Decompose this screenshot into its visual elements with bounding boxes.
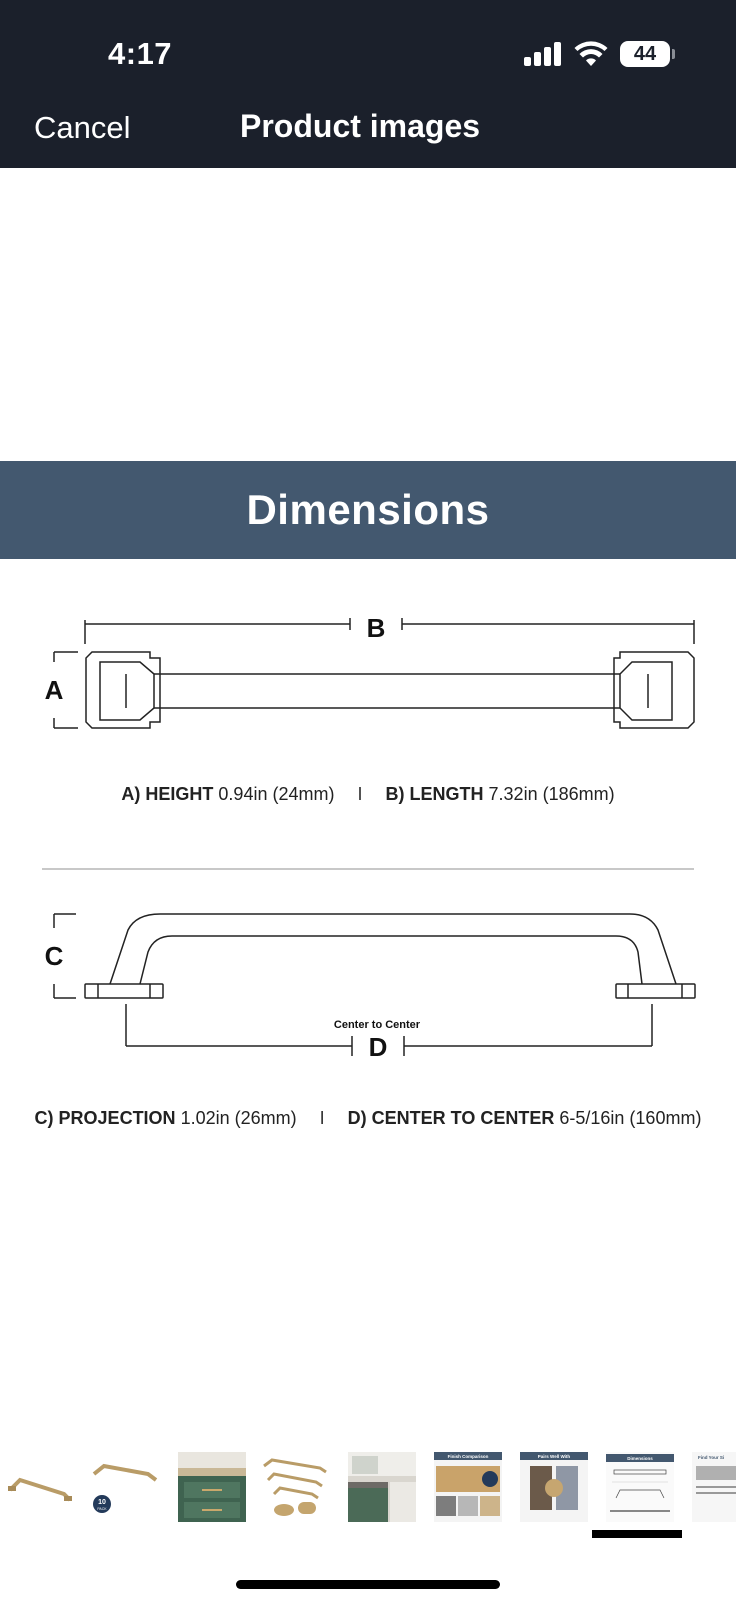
divider — [42, 868, 694, 870]
wifi-icon — [574, 41, 608, 66]
projection-label: C) PROJECTION — [34, 1108, 176, 1128]
page-title: Product images — [240, 108, 481, 144]
handle-front-view-diagram: B A C D Center to Center — [45, 613, 696, 1062]
battery-level: 44 — [633, 42, 657, 65]
label-c: C — [45, 941, 64, 971]
thumb-find-title: Find Your Si — [698, 1455, 724, 1460]
thumbnail-4[interactable] — [262, 1452, 330, 1522]
projection-value: 1.02in (26mm) — [180, 1108, 297, 1128]
height-value: 0.94in (24mm) — [218, 784, 335, 804]
status-time: 4:17 — [108, 36, 173, 71]
top-bar: 4:17 44 Cancel Product images — [0, 0, 736, 168]
label-d: D — [369, 1032, 388, 1062]
thumbnail-5[interactable] — [348, 1452, 416, 1522]
center-to-center-label: D) CENTER TO CENTER — [347, 1108, 555, 1128]
pack-badge-word: PACK — [97, 1507, 107, 1511]
height-label: A) HEIGHT — [121, 784, 214, 804]
length-label: B) LENGTH — [385, 784, 484, 804]
thumb-dimensions-title: Dimensions — [627, 1456, 653, 1461]
thumb-pairs-title: Pairs Well With — [538, 1454, 571, 1459]
thumbnail-6[interactable]: Finish Comparison — [434, 1452, 502, 1522]
center-to-center-caption: Center to Center — [334, 1019, 421, 1031]
projection-c2c-specs: C) PROJECTION 1.02in (26mm) I D) CENTER … — [0, 1108, 736, 1129]
dimensions-banner: Dimensions — [0, 461, 736, 559]
cellular-signal-icon — [524, 42, 562, 66]
length-value: 7.32in (186mm) — [488, 784, 615, 804]
center-to-center-value: 6-5/16in (160mm) — [559, 1108, 702, 1128]
active-thumbnail-indicator — [592, 1530, 682, 1538]
label-a: A — [45, 675, 64, 705]
thumbnail-3[interactable] — [178, 1452, 246, 1522]
status-icons: 44 — [524, 40, 675, 68]
battery-icon: 44 — [620, 41, 675, 67]
product-image-viewer[interactable]: Dimensions — [0, 168, 736, 1408]
home-indicator[interactable] — [236, 1580, 500, 1589]
thumbnail-7[interactable]: Pairs Well With — [520, 1452, 588, 1522]
thumbnail-2[interactable]: 10 PACK — [90, 1452, 158, 1522]
height-length-specs: A) HEIGHT 0.94in (24mm) I B) LENGTH 7.32… — [0, 784, 736, 805]
thumbnail-1[interactable] — [6, 1452, 74, 1522]
thumbnail-strip[interactable]: 10 PACK Finish Comparison — [0, 1452, 736, 1536]
thumb-finish-title: Finish Comparison — [448, 1454, 489, 1459]
spec-separator: I — [319, 1108, 325, 1128]
label-b: B — [367, 613, 386, 643]
cancel-button[interactable]: Cancel — [34, 110, 131, 145]
thumbnail-8-dimensions[interactable]: Dimensions — [606, 1452, 674, 1522]
banner-title: Dimensions — [246, 486, 490, 533]
spec-separator: I — [357, 784, 363, 804]
pack-badge-number: 10 — [98, 1499, 106, 1506]
thumbnail-9[interactable]: Find Your Si — [692, 1452, 736, 1522]
